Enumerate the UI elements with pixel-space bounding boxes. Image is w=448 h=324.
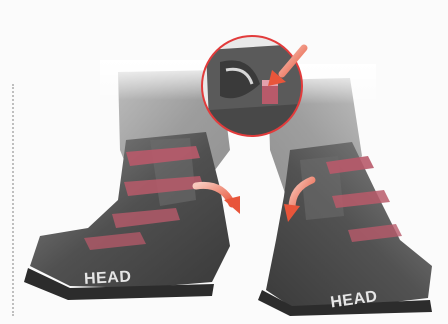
left-boot-brand: HEAD bbox=[84, 268, 132, 287]
